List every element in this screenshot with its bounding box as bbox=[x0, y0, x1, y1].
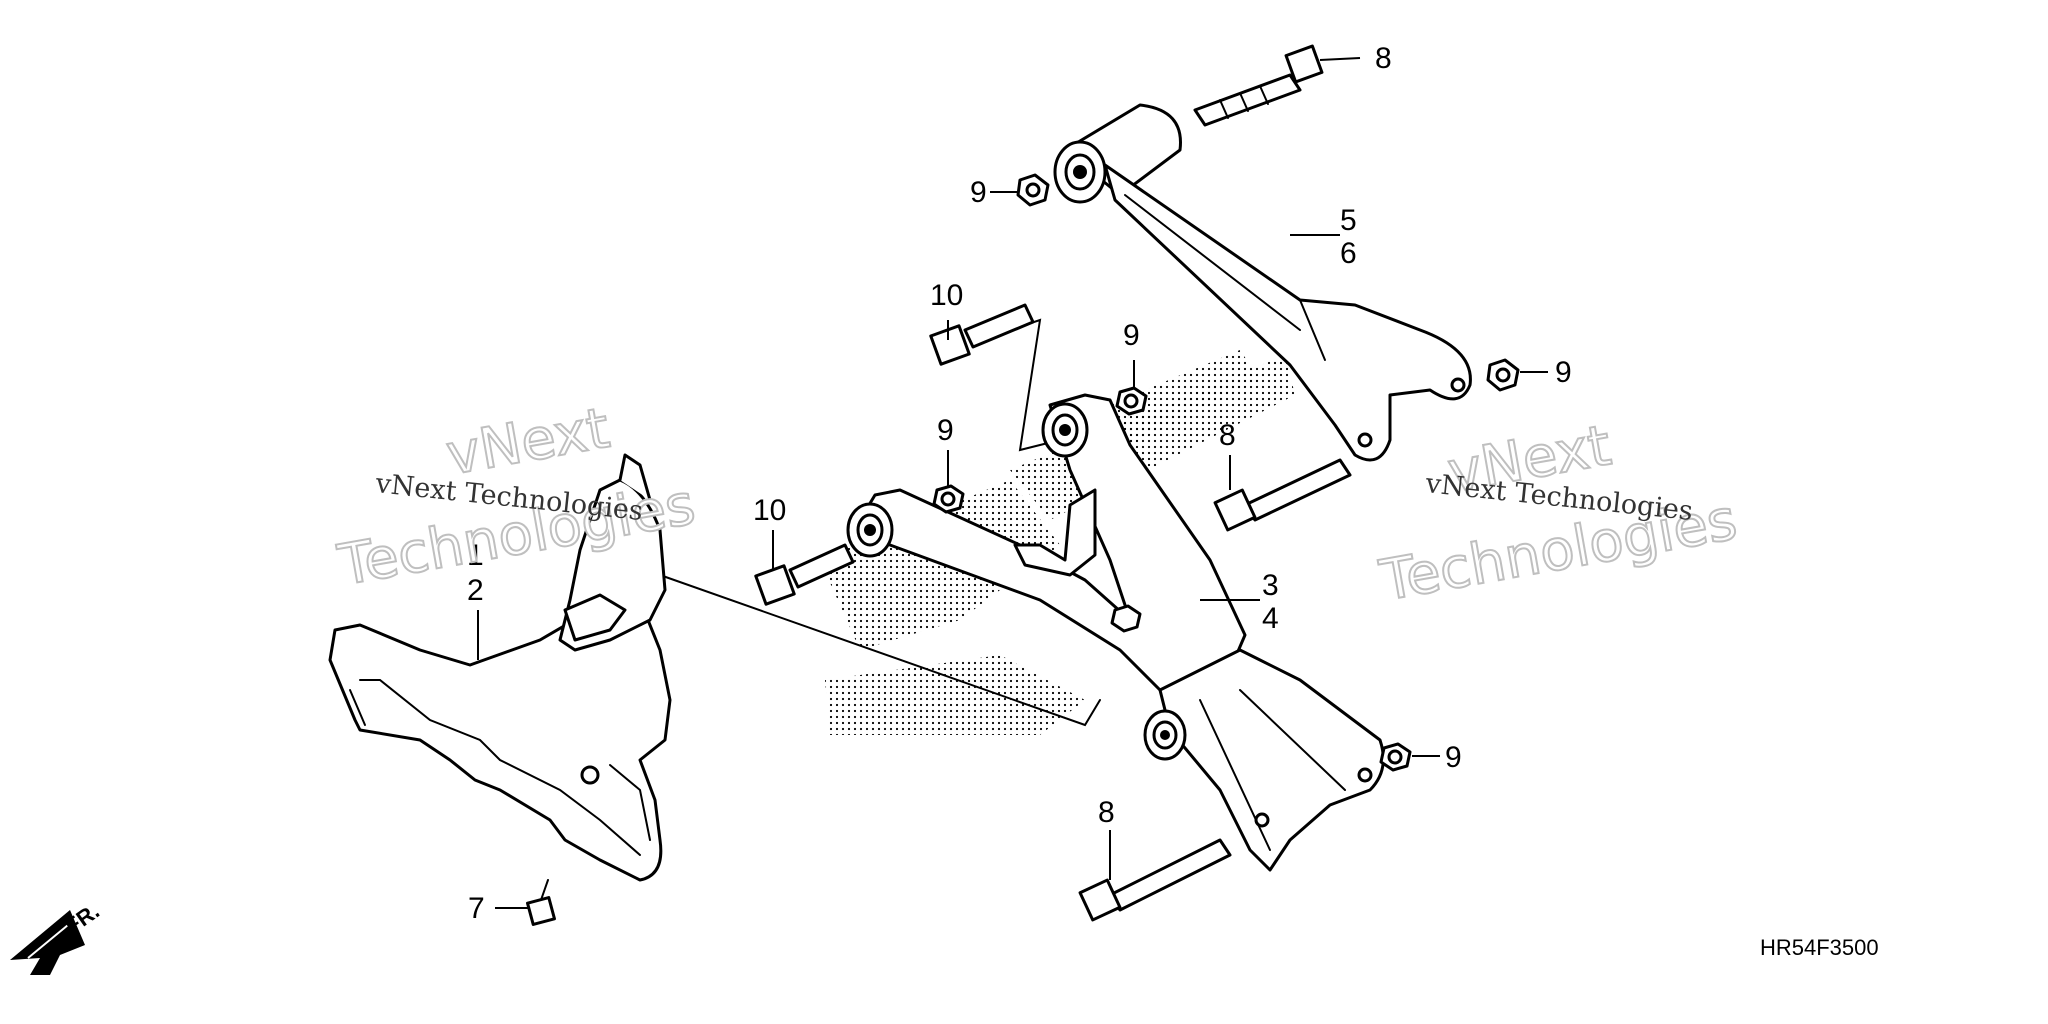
callout-1: 1 bbox=[467, 539, 484, 572]
callout-leaders bbox=[477, 57, 1548, 909]
bolt-8-top bbox=[1193, 44, 1324, 127]
nut-9-top-left bbox=[1016, 173, 1050, 207]
nut-center bbox=[1110, 604, 1142, 633]
watermark-left-title: vNext bbox=[442, 396, 614, 488]
callout-9-upper-mid: 9 bbox=[1123, 319, 1140, 352]
nut-9-lower-right bbox=[1379, 742, 1412, 772]
callout-9-right: 9 bbox=[1555, 356, 1572, 389]
callout-10-lower: 10 bbox=[753, 494, 786, 527]
callout-7: 7 bbox=[468, 892, 485, 925]
upper-arm-part-5-6 bbox=[1053, 103, 1472, 462]
callout-9-top-left: 9 bbox=[970, 176, 987, 209]
nut-9-mid bbox=[932, 484, 965, 514]
callout-9-mid: 9 bbox=[937, 414, 954, 447]
callout-4: 4 bbox=[1262, 602, 1279, 635]
bolt-8-middle bbox=[1213, 458, 1352, 532]
skid-guard-part-1-2 bbox=[328, 453, 672, 882]
callout-6: 6 bbox=[1340, 237, 1357, 270]
bolt-8-bottom bbox=[1078, 838, 1232, 922]
callout-9-lower-right: 9 bbox=[1445, 741, 1462, 774]
callout-2: 2 bbox=[467, 574, 484, 607]
nut-9-right bbox=[1486, 358, 1520, 392]
callout-8-middle: 8 bbox=[1219, 419, 1236, 452]
lower-arm-part-3-4 bbox=[846, 393, 1385, 872]
callout-5: 5 bbox=[1340, 204, 1357, 237]
callout-3: 3 bbox=[1262, 569, 1279, 602]
bolt-7 bbox=[526, 879, 556, 926]
callout-8-bottom: 8 bbox=[1098, 796, 1115, 829]
bolt-10-upper bbox=[929, 303, 1035, 366]
bolt-10-lower bbox=[754, 543, 855, 606]
nut-9-upper-mid bbox=[1115, 386, 1148, 416]
callout-10-upper: 10 bbox=[930, 279, 963, 312]
diagram-code: HR54F3500 bbox=[1760, 935, 1879, 960]
callout-8-top: 8 bbox=[1375, 42, 1392, 75]
front-direction-arrow-icon bbox=[10, 910, 85, 975]
